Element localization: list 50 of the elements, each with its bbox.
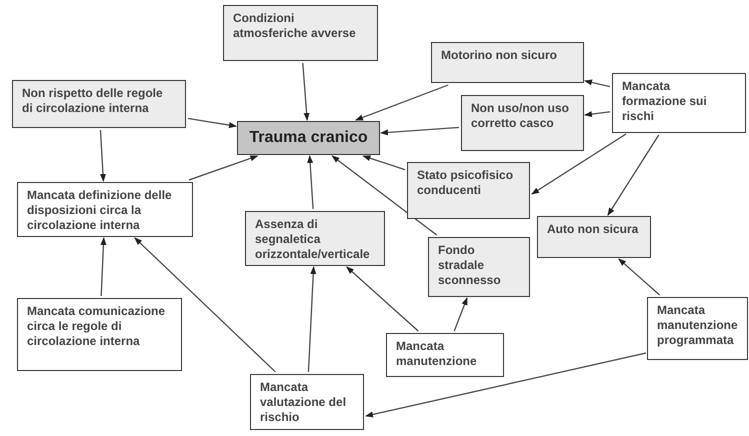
outcome-box	[237, 121, 380, 155]
box-text: Mancata formazione sui rischi	[622, 79, 708, 124]
cause-box	[245, 211, 385, 266]
cause-box	[461, 95, 584, 151]
box-text: Non uso/non uso corretto casco	[471, 101, 570, 131]
box-text: Auto non sicura	[547, 222, 640, 237]
cause-box	[17, 182, 193, 237]
box-text: Assenza di segnaletica orizzontale/verticale	[255, 217, 371, 262]
cause-box	[386, 333, 504, 377]
arrow	[380, 126, 460, 136]
arrow	[584, 111, 610, 118]
arrow	[134, 237, 276, 372]
box-text: Mancata manutenzione programmata	[657, 303, 738, 348]
cause-box	[223, 5, 378, 61]
arrow	[362, 155, 406, 170]
arrow	[188, 155, 258, 181]
cause-box	[647, 297, 748, 360]
box-text: Stato psicofisico conducenti	[417, 168, 514, 198]
cause-box	[12, 80, 186, 128]
cause-box	[612, 73, 746, 133]
arrow	[307, 155, 314, 210]
arrow	[365, 352, 646, 418]
arrow	[332, 155, 438, 236]
cause-box	[431, 42, 584, 83]
cause-box	[250, 374, 364, 430]
box-text: Non rispetto delle regole di circolazione interna	[22, 86, 164, 116]
box-text: Mancata comunicazione circa le regole di circolazione interna	[27, 304, 166, 349]
box-text: Motorino non sicuro	[441, 48, 558, 63]
arrow	[454, 297, 468, 332]
arrow	[584, 80, 610, 88]
arrow	[188, 118, 237, 128]
arrow	[308, 266, 316, 372]
arrow	[618, 258, 660, 296]
arrow	[100, 237, 106, 296]
arrow	[302, 62, 310, 121]
arrow	[355, 84, 448, 121]
box-text: Mancata valutazione del rischio	[260, 380, 348, 425]
arrow	[531, 134, 626, 195]
box-text: Fondo stradale sconnesso	[438, 243, 502, 288]
box-text: Mancata manutenzione	[396, 339, 478, 369]
cause-box	[428, 237, 530, 297]
arrow	[100, 130, 106, 182]
cause-box	[407, 162, 530, 219]
box-text: Trauma cranico	[249, 128, 368, 148]
box-text: Mancata definizione delle disposizioni circa la circolazione interna	[27, 188, 173, 233]
cause-box	[537, 216, 651, 258]
cause-box	[17, 298, 182, 371]
arrow	[346, 266, 419, 332]
arrow	[607, 134, 660, 216]
box-text: Condizioni atmosferiche avverse	[233, 11, 357, 41]
